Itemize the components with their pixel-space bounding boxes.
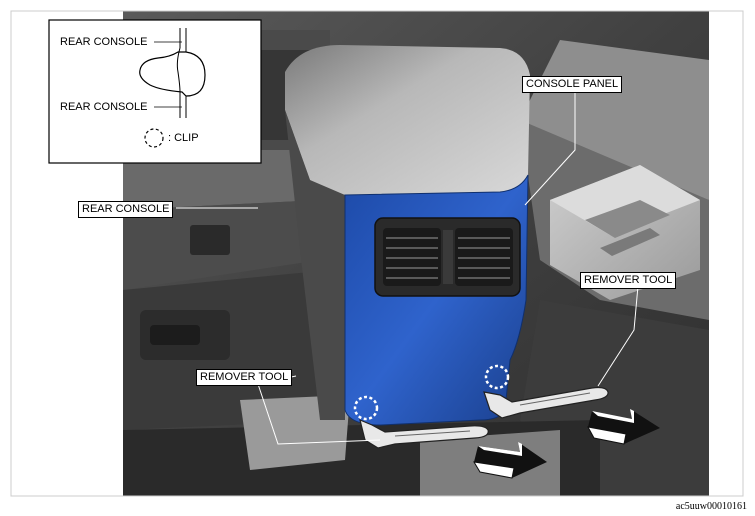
clip-right [484, 364, 510, 390]
label-rear-console: REAR CONSOLE [78, 201, 174, 218]
label-inset-rear-console-bottom: REAR CONSOLE [60, 101, 148, 113]
arrow-right [587, 409, 660, 445]
label-inset-clip-legend: : CLIP [168, 132, 199, 144]
rear-console [285, 45, 530, 426]
label-console-panel: CONSOLE PANEL [522, 76, 623, 93]
arrow-left [473, 442, 547, 479]
label-remover-tool-right: REMOVER TOOL [580, 272, 677, 289]
clip-left [353, 395, 379, 421]
inset-detail-box [48, 19, 262, 164]
remover-tool-left [359, 418, 489, 449]
figure-code: ac5uuw00010161 [675, 501, 747, 512]
right-box-component [550, 165, 700, 300]
label-remover-tool-left: REMOVER TOOL [196, 369, 293, 386]
label-inset-rear-console-top: REAR CONSOLE [60, 36, 148, 48]
remover-tool-right [483, 386, 609, 419]
clip-legend-icon [144, 128, 164, 148]
